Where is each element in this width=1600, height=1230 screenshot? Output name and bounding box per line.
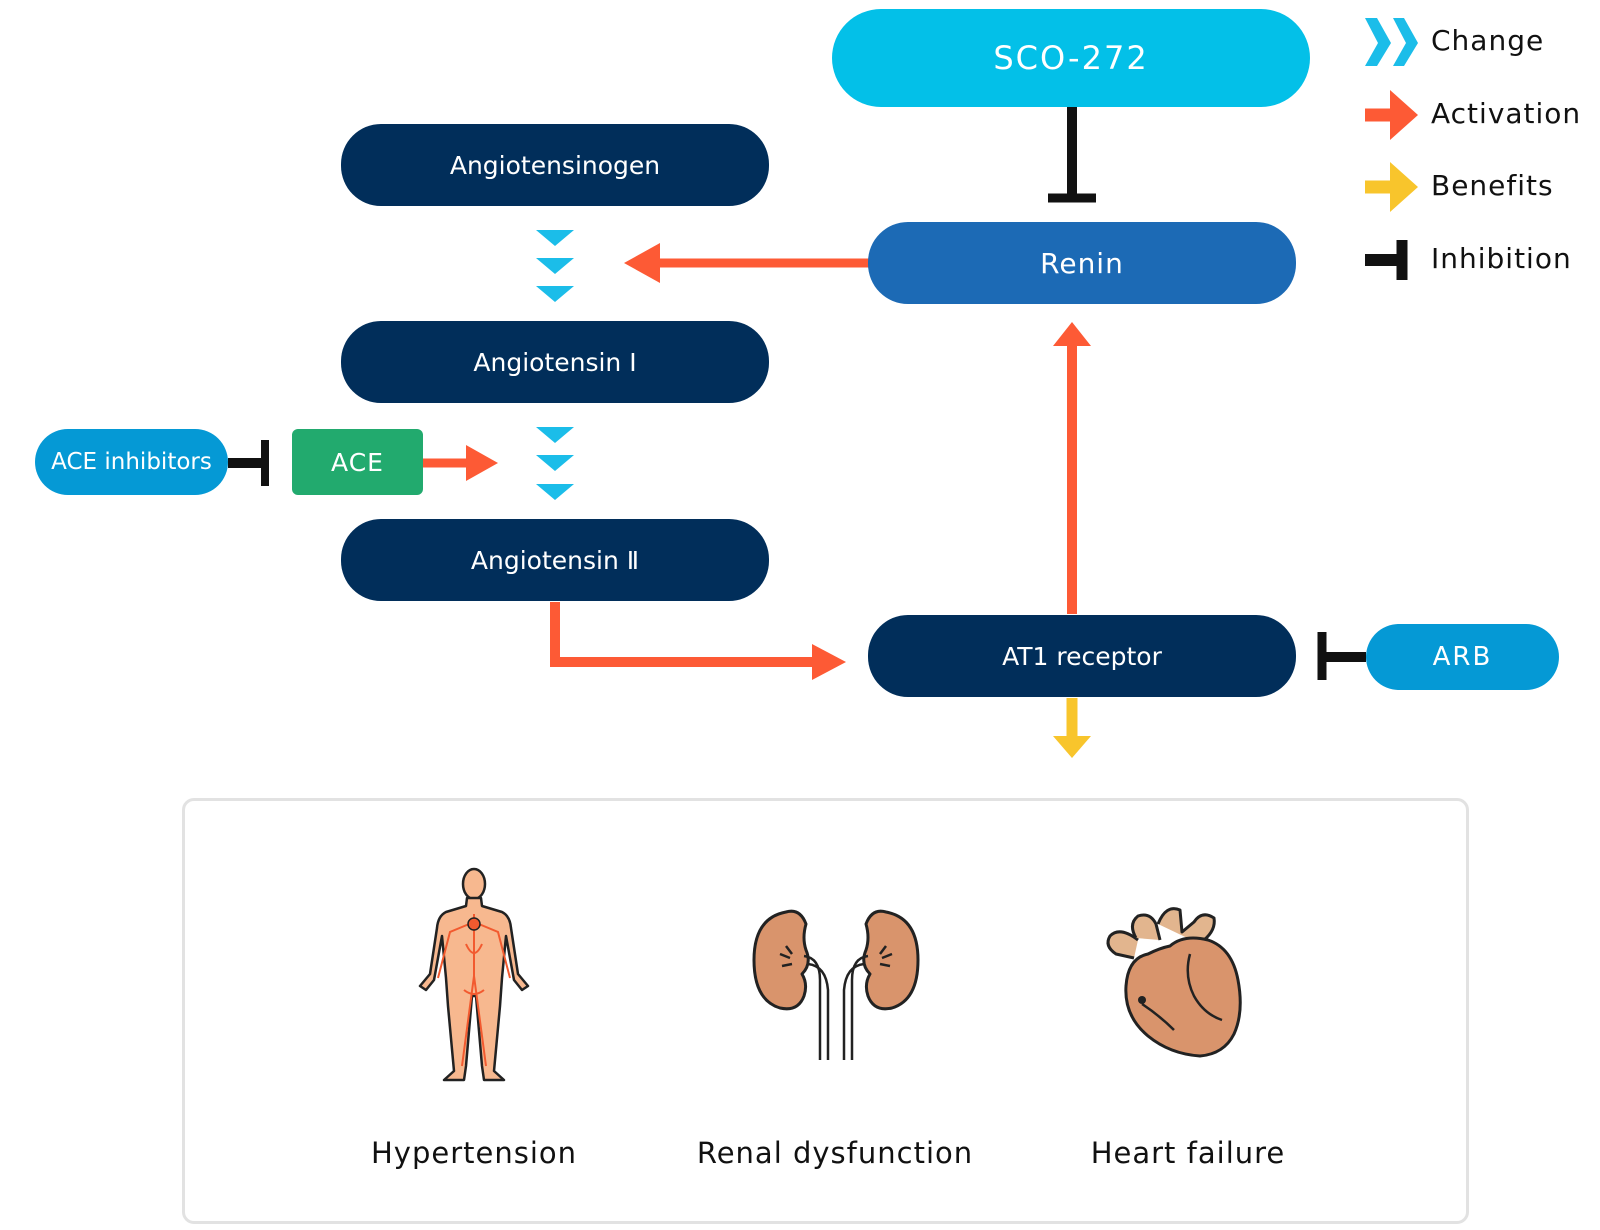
heart-failure-label: Heart failure <box>1090 1136 1286 1170</box>
angiotensinogen-node: Angiotensinogen <box>341 124 769 206</box>
change-chevrons-2 <box>536 427 574 500</box>
legend-benefits-icon <box>1365 162 1418 212</box>
legend-change-icon <box>1365 18 1418 66</box>
angiotensin-2-node: Angiotensin Ⅱ <box>341 519 769 601</box>
angiotensin2-to-at1-arrow <box>550 602 846 680</box>
outcomes-panel <box>182 798 1469 1224</box>
renin-label: Renin <box>1040 246 1124 280</box>
human-body-icon <box>418 867 530 1082</box>
at1-receptor-node: AT1 receptor <box>868 615 1296 697</box>
ace-inhibitors-node: ACE inhibitors <box>35 429 228 495</box>
legend-inhibition-icon <box>1365 240 1408 280</box>
ace-inhibitors-inhibit-ace-connector <box>228 440 269 486</box>
arb-inhibits-at1-connector <box>1317 632 1366 680</box>
legend-benefits-label: Benefits <box>1431 169 1554 202</box>
at1-to-outcomes-arrow <box>1053 698 1091 758</box>
angiotensin-1-node: Angiotensin Ⅰ <box>341 321 769 403</box>
kidneys-icon <box>752 909 920 1060</box>
sco-inhibits-renin-connector <box>1048 107 1096 203</box>
legend-activation-label: Activation <box>1431 97 1582 130</box>
arb-node: ARB <box>1366 624 1559 690</box>
sco-272-label: SCO-272 <box>993 39 1149 77</box>
sco-272-node: SCO-272 <box>832 9 1310 107</box>
angiotensin-1-label: Angiotensin Ⅰ <box>473 347 637 377</box>
ace-inhibitors-label: ACE inhibitors <box>51 449 212 475</box>
arb-label: ARB <box>1432 642 1493 672</box>
legend-change-label: Change <box>1431 24 1545 57</box>
at1-receptor-label: AT1 receptor <box>1002 641 1162 671</box>
renin-activation-arrow <box>624 243 870 283</box>
ace-activation-arrow <box>423 445 498 481</box>
legend-activation-icon <box>1365 90 1418 140</box>
ace-node: ACE <box>292 429 423 495</box>
hypertension-label: Hypertension <box>370 1136 578 1170</box>
angiotensin-2-label: Angiotensin Ⅱ <box>470 545 640 575</box>
angiotensinogen-label: Angiotensinogen <box>449 150 661 180</box>
ace-label: ACE <box>331 447 384 477</box>
renin-node: Renin <box>868 222 1296 304</box>
legend-inhibition-label: Inhibition <box>1431 242 1572 275</box>
at1-to-renin-arrow <box>1053 322 1091 614</box>
renal-dysfunction-label: Renal dysfunction <box>696 1136 974 1170</box>
change-chevrons-1 <box>536 230 574 302</box>
heart-icon <box>1106 907 1242 1058</box>
